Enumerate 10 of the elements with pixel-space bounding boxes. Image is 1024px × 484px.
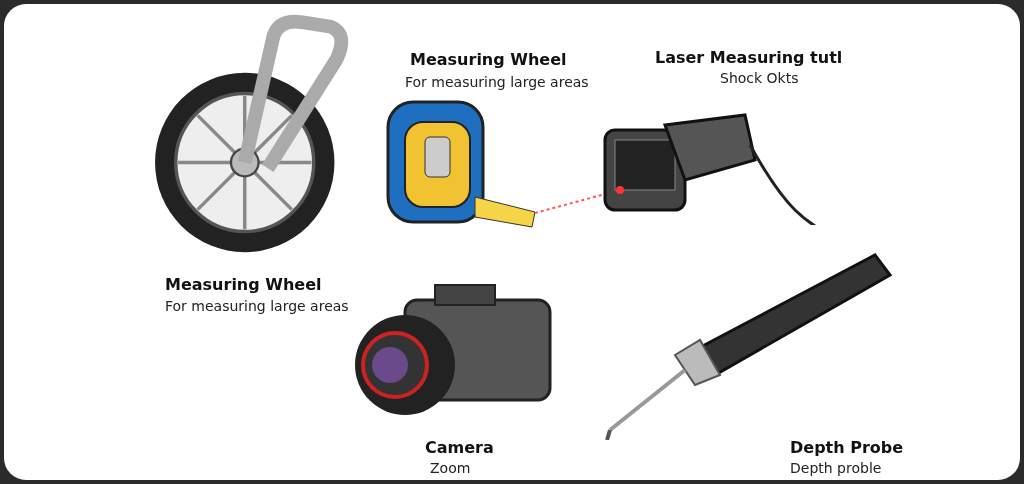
tool-description: Depth proble bbox=[790, 460, 882, 476]
tool-title: Camera bbox=[425, 438, 494, 457]
tool-description: For measuring large areas bbox=[165, 298, 349, 314]
tool-title: Depth Probe bbox=[790, 438, 904, 457]
tool-description: Zoom bbox=[430, 460, 471, 476]
tool-description: For measuring large areas bbox=[405, 74, 589, 90]
tool-title: Measuring Wheel bbox=[410, 50, 567, 69]
tool-title: Measuring Wheel bbox=[165, 275, 322, 294]
tool-title: Laser Measuring tutl bbox=[655, 48, 843, 67]
tool-description: Shock Okts bbox=[720, 70, 799, 86]
